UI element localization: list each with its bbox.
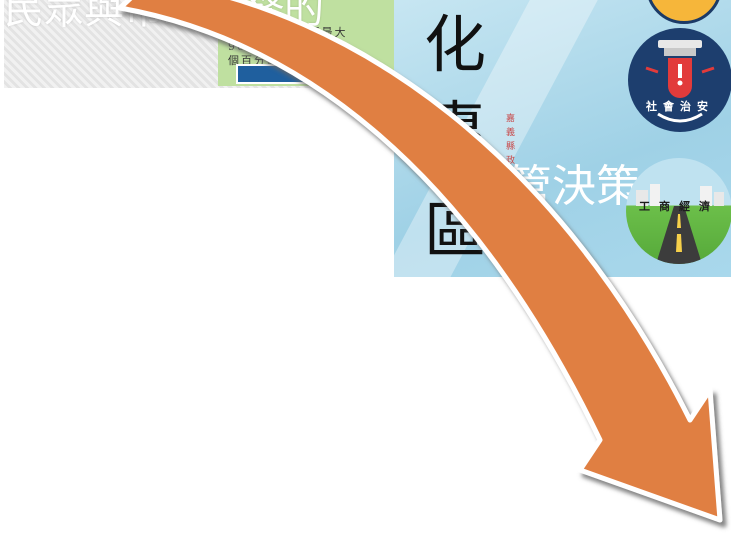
road-icon: [636, 184, 724, 264]
title-char-1: 化: [424, 8, 487, 81]
siren-icon: [645, 40, 715, 123]
business-label: 工商經濟: [639, 200, 719, 213]
business-icon[interactable]: 工商經濟: [626, 158, 731, 264]
security-label: 社會治安: [646, 100, 714, 113]
security-icon[interactable]: 社會治安: [628, 28, 731, 132]
